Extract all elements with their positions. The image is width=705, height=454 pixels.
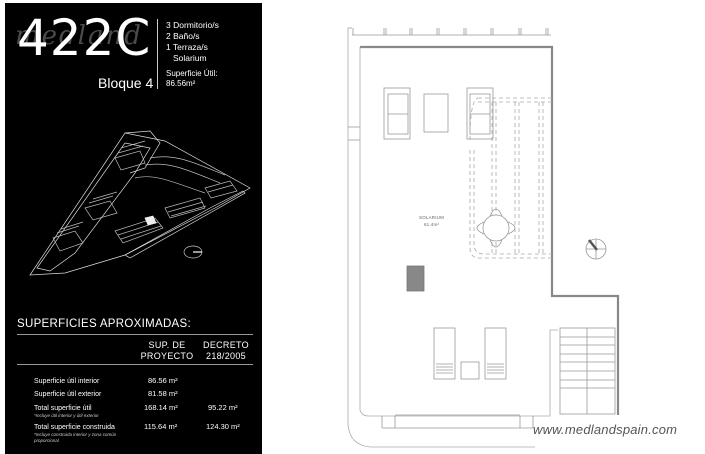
coffee-table bbox=[423, 93, 449, 133]
room-label: SOLARIUM 61.4m² bbox=[419, 214, 444, 228]
col-header-line: DECRETO bbox=[203, 340, 249, 350]
block-label: Bloque 4 bbox=[98, 75, 154, 91]
row-label: Superficie útil interior bbox=[34, 378, 100, 385]
row-label: Superficie útil exterior bbox=[34, 391, 102, 398]
row-proyecto: 86.56 m² bbox=[148, 376, 178, 385]
row-note: *Incluye construida interior y zona comú… bbox=[34, 432, 117, 443]
divider bbox=[17, 364, 253, 365]
row-proyecto: 115.64 m² bbox=[144, 422, 178, 431]
useful-area-value: 86.56m² bbox=[166, 79, 196, 88]
website-url[interactable]: www.medlandspain.com bbox=[533, 422, 678, 437]
table-row: Total superficie construida *Incluye con… bbox=[34, 423, 134, 444]
col-header-proyecto: SUP. DE PROYECTO bbox=[137, 340, 197, 362]
row-proyecto: 168.14 m² bbox=[144, 403, 178, 412]
room-area: 61.4m² bbox=[423, 222, 440, 227]
row-label: Total superficie construida bbox=[34, 424, 115, 431]
table-row: Superficie útil interior bbox=[34, 377, 99, 386]
planter bbox=[406, 265, 425, 292]
col-header-line: SUP. DE bbox=[148, 340, 186, 350]
row-label: Total superficie útil bbox=[34, 405, 92, 412]
room-name: SOLARIUM bbox=[419, 215, 445, 220]
info-panel: medland 422C Bloque 4 3 Dormitorio/s 2 B… bbox=[5, 3, 262, 454]
col-header-decreto: DECRETO 218/2005 bbox=[198, 340, 254, 362]
sun-lounger bbox=[484, 327, 507, 380]
armchair bbox=[466, 87, 494, 140]
row-proyecto: 81.58 m² bbox=[148, 389, 178, 398]
surfaces-title: SUPERFICIES APROXIMADAS: bbox=[17, 318, 191, 330]
row-decreto: 124.30 m² bbox=[206, 422, 240, 431]
top-railing bbox=[348, 27, 551, 36]
feature-solarium: Solarium bbox=[173, 53, 207, 63]
north-arrow-icon bbox=[585, 238, 607, 260]
site-plan-axonometric bbox=[29, 130, 251, 276]
sun-lounger bbox=[433, 327, 456, 380]
table-row: Superficie útil exterior bbox=[34, 390, 101, 399]
useful-area-label: Superficie Útil: bbox=[166, 69, 218, 78]
header-divider bbox=[157, 19, 158, 89]
feature-bedrooms: 3 Dormitorio/s bbox=[166, 20, 219, 30]
col-header-line: 218/2005 bbox=[206, 351, 246, 361]
features-list: 3 Dormitorio/s 2 Baño/s 1 Terraza/s Sola… bbox=[166, 20, 219, 64]
dining-table bbox=[476, 208, 516, 248]
watermark-logo: medland bbox=[15, 21, 143, 51]
table-row: Total superficie útil *Incluye útil inte… bbox=[34, 404, 99, 419]
feature-terraces: 1 Terraza/s bbox=[166, 42, 208, 52]
row-decreto: 95.22 m² bbox=[208, 403, 238, 412]
divider bbox=[17, 334, 253, 335]
feature-bathrooms: 2 Baño/s bbox=[166, 31, 200, 41]
row-note: *Incluye útil interior y útil exterior bbox=[34, 413, 99, 418]
unit-code: 422C bbox=[17, 9, 152, 67]
side-table bbox=[460, 361, 480, 380]
staircase bbox=[559, 327, 616, 415]
armchair bbox=[383, 87, 411, 140]
col-header-line: PROYECTO bbox=[140, 351, 194, 361]
pergola bbox=[469, 97, 552, 259]
useful-area: Superficie Útil: 86.56m² bbox=[166, 69, 218, 89]
